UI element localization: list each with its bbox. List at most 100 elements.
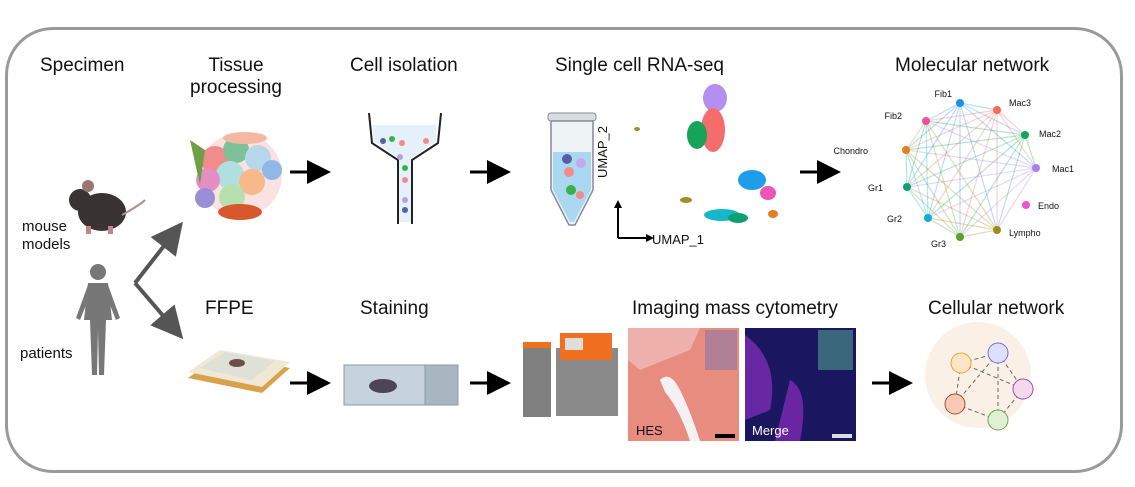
funnel-icon <box>368 112 442 224</box>
cell-node <box>1012 378 1034 400</box>
network-edge <box>927 217 998 231</box>
network-node-label: Mac3 <box>1009 98 1031 108</box>
network-edge <box>925 120 929 219</box>
step-title-tissue-line2: processing <box>190 77 282 98</box>
network-edge <box>905 109 998 151</box>
network-node-label: Gr3 <box>931 239 946 249</box>
network-edge <box>906 186 929 219</box>
umap-cluster <box>703 84 727 112</box>
network-edge <box>927 134 1026 219</box>
umap-plot <box>614 84 778 242</box>
umap-axes <box>617 205 650 239</box>
label-mouse-models: mouse models <box>22 218 70 254</box>
tissue-cells-icon <box>190 132 282 220</box>
mass-cytometer-icon <box>523 333 618 417</box>
network-edge <box>905 120 927 151</box>
label-mouse-line1: mouse <box>22 218 68 235</box>
network-edge <box>905 149 908 188</box>
network-edge <box>996 109 1037 169</box>
network-edge <box>927 167 1037 219</box>
cellular-network-graph <box>925 322 1034 431</box>
network-node-label: Mac2 <box>1039 129 1061 139</box>
network-node-label: Fib1 <box>934 89 952 99</box>
network-node <box>924 214 932 222</box>
umap-x-label: UMAP_1 <box>652 232 705 247</box>
step-title-staining: Staining <box>360 298 429 319</box>
network-edge <box>925 120 1037 169</box>
network-edge <box>906 186 961 238</box>
network-edge <box>927 102 961 219</box>
cell-node <box>944 393 966 415</box>
network-node <box>1032 164 1040 172</box>
step-title-cell-isolation: Cell isolation <box>350 55 458 76</box>
step-title-ffpe: FFPE <box>205 298 254 319</box>
branch-arrow-down <box>133 281 184 340</box>
network-node <box>922 117 930 125</box>
cell-node <box>987 342 1009 364</box>
network-node-label: Chondro <box>833 146 868 156</box>
label-mouse-line2: models <box>22 236 71 253</box>
network-edge <box>906 186 998 231</box>
umap-cluster <box>728 213 748 223</box>
network-node <box>956 233 964 241</box>
umap-cluster <box>687 121 707 149</box>
cell-node <box>950 352 972 374</box>
network-edge <box>959 229 998 238</box>
step-title-imc: Imaging mass cytometry <box>632 298 838 319</box>
stained-slide-icon <box>343 364 459 406</box>
umap-cluster <box>680 197 692 203</box>
network-edge <box>906 102 961 188</box>
network-edge <box>905 149 1037 169</box>
network-edge <box>959 167 1037 238</box>
network-node-label: Mac1 <box>1052 164 1074 174</box>
network-edge <box>905 149 961 238</box>
network-node-label: Gr1 <box>868 183 883 193</box>
network-node <box>903 183 911 191</box>
network-edge <box>959 102 998 231</box>
step-title-tissue-processing: Tissue processing <box>190 55 282 99</box>
hes-label: HES <box>636 423 663 438</box>
network-edge <box>925 120 961 238</box>
network-edge <box>1024 134 1037 169</box>
network-edge <box>906 109 998 188</box>
network-edge <box>959 102 998 111</box>
network-edge <box>906 167 1037 188</box>
step-title-molecular-network: Molecular network <box>895 55 1050 76</box>
network-edge <box>959 134 1026 238</box>
network-edge <box>905 102 961 151</box>
network-edge <box>925 120 998 231</box>
human-icon <box>76 264 120 375</box>
network-node-label: Gr2 <box>887 214 902 224</box>
mouse-icon <box>69 180 146 234</box>
merge-image <box>745 328 856 441</box>
step-title-specimen: Specimen <box>40 55 125 76</box>
umap-cluster <box>760 186 776 200</box>
label-patients: patients <box>20 345 73 362</box>
network-edge <box>906 120 927 188</box>
network-node <box>1021 131 1029 139</box>
network-edge <box>996 167 1037 231</box>
network-edge <box>925 102 961 122</box>
network-node <box>1022 201 1030 209</box>
network-edge <box>959 102 1037 169</box>
network-node-label: Lympho <box>1009 228 1041 238</box>
network-node-label: Endo <box>1038 201 1059 211</box>
umap-y-label: UMAP_2 <box>595 125 610 178</box>
network-edge <box>996 134 1026 231</box>
step-title-scrnaseq: Single cell RNA-seq <box>555 55 724 76</box>
hes-image <box>628 328 739 441</box>
cell-node <box>987 409 1009 431</box>
umap-cluster <box>634 127 640 131</box>
merge-label: Merge <box>752 423 789 438</box>
network-edge <box>905 149 998 231</box>
network-node-label: Fib2 <box>884 111 902 121</box>
network-edge <box>959 102 1026 136</box>
step-title-cellular-network: Cellular network <box>928 298 1065 319</box>
network-edge <box>906 134 1026 188</box>
network-edge <box>927 109 998 219</box>
ffpe-block-icon <box>188 350 290 393</box>
tube-icon <box>547 112 597 226</box>
network-edge <box>996 109 1026 136</box>
